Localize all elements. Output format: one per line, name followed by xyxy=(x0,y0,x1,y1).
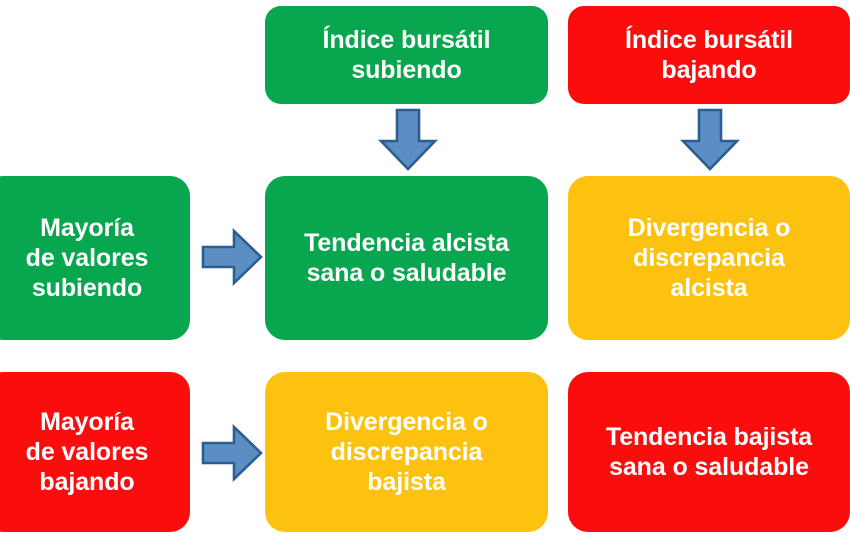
node-label: Mayoría de valores bajando xyxy=(25,408,149,496)
arrow-down-icon xyxy=(679,108,741,172)
node-label: Índice bursátil subiendo xyxy=(322,26,491,84)
node-label: Tendencia bajista sana o saludable xyxy=(605,423,813,481)
node-mayoria-de-valores-bajando: Mayoría de valores bajando xyxy=(0,372,190,532)
node-label: Mayoría de valores subiendo xyxy=(25,214,149,302)
node-tendencia-alcista-sana: Tendencia alcista sana o saludable xyxy=(265,176,548,340)
node-indice-bursatil-subiendo: Índice bursátil subiendo xyxy=(265,6,548,104)
node-divergencia-alcista: Divergencia o discrepancia alcista xyxy=(568,176,850,340)
node-label: Divergencia o discrepancia bajista xyxy=(325,408,488,496)
arrow-down-icon xyxy=(377,108,439,172)
arrow-right-icon xyxy=(201,424,263,482)
node-mayoria-de-valores-subiendo: Mayoría de valores subiendo xyxy=(0,176,190,340)
node-label: Índice bursátil bajando xyxy=(625,26,793,84)
node-indice-bursatil-bajando: Índice bursátil bajando xyxy=(568,6,850,104)
node-tendencia-bajista-sana: Tendencia bajista sana o saludable xyxy=(568,372,850,532)
arrow-right-icon xyxy=(201,228,263,286)
node-label: Divergencia o discrepancia alcista xyxy=(627,214,791,302)
node-divergencia-bajista: Divergencia o discrepancia bajista xyxy=(265,372,548,532)
node-label: Tendencia alcista sana o saludable xyxy=(304,229,509,287)
